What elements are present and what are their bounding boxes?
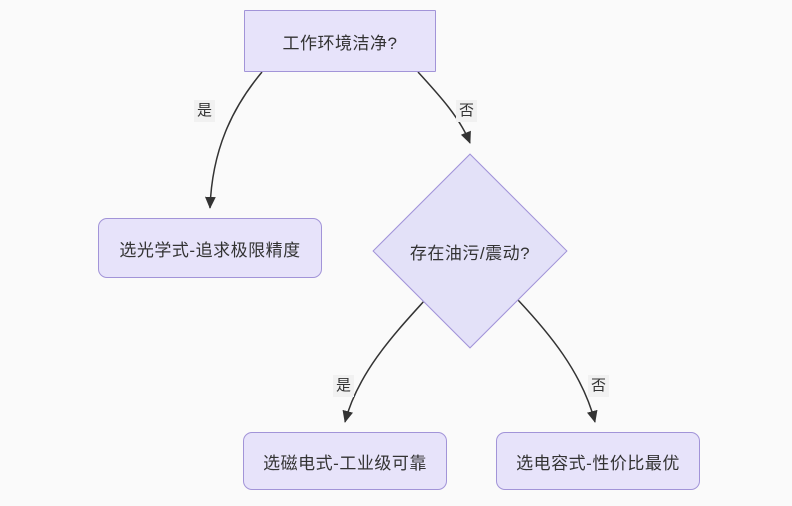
- node-choose-optical[interactable]: 选光学式-追求极限精度: [98, 218, 322, 278]
- edge-no-to-decision: [417, 71, 471, 144]
- node-choose-capacitive[interactable]: 选电容式-性价比最优: [496, 432, 700, 490]
- node-choose-magnetic[interactable]: 选磁电式-工业级可靠: [243, 432, 447, 490]
- node-environment-clean-question[interactable]: 工作环境洁净?: [244, 10, 436, 72]
- node-oil-vibration-question[interactable]: 存在油污/震动?: [372, 153, 568, 349]
- edge-label-yes-magnetic: 是: [333, 375, 355, 397]
- node-label: 存在油污/震动?: [409, 243, 531, 263]
- edge-label-no-decision: 否: [456, 100, 478, 122]
- edge-label-yes-optical: 是: [194, 100, 216, 122]
- edge-yes-to-magnetic: [342, 299, 426, 423]
- node-label: 选磁电式-工业级可靠: [263, 453, 427, 473]
- node-label: 选光学式-追求极限精度: [119, 240, 301, 260]
- edge-no-to-capacitive: [517, 299, 598, 423]
- edge-label-no-capacitive: 否: [588, 375, 610, 397]
- node-label: 选电容式-性价比最优: [516, 453, 680, 473]
- node-label: 工作环境洁净?: [282, 33, 398, 53]
- edge-yes-to-optical: [204, 71, 263, 209]
